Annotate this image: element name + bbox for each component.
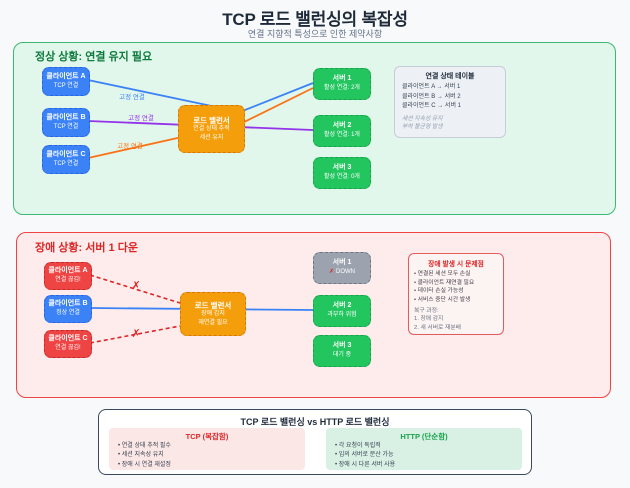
problem-item: 연결된 세션 모두 손실 bbox=[414, 270, 498, 279]
server-3-node: 서버 3 활성 연결: 0개 bbox=[313, 157, 371, 189]
server-1-node: 서버 1 활성 연결: 2개 bbox=[313, 68, 371, 100]
server-status: 활성 연결: 1개 bbox=[324, 132, 360, 139]
client-name: 클라이언트 B bbox=[46, 113, 86, 121]
server-1-down-node: 서버 1 ✗DOWN bbox=[313, 252, 371, 284]
load-balancer-node: 로드 밸런서 연결 상태 추적 세션 유지 bbox=[178, 105, 245, 153]
tcp-vs-http-comparison: TCP 로드 밸런싱 vs HTTP 로드 밸런싱 TCP (복잡함) 연결 상… bbox=[98, 409, 532, 475]
server-2-overload-node: 서버 2 과부하 위험 bbox=[313, 295, 371, 327]
recovery-step: 2. 새 서버로 재분배 bbox=[414, 325, 461, 332]
connection-state-table: 연결 상태 테이블 클라이언트 A → 서버 1 클라이언트 B → 서버 2 … bbox=[394, 66, 506, 138]
server-name: 서버 1 bbox=[332, 259, 352, 267]
problem-item: 클라이언트 재연결 필요 bbox=[414, 279, 498, 288]
http-item: 각 요청이 독립적 bbox=[326, 442, 522, 451]
client-name: 클라이언트 A bbox=[48, 267, 88, 275]
server-status: 활성 연결: 2개 bbox=[324, 85, 360, 92]
page-title: TCP 로드 밸런싱의 복잡성 bbox=[222, 10, 408, 29]
recovery-title: 복구 과정: bbox=[414, 307, 439, 314]
failure-panel-header: 장애 상황: 서버 1 다운 bbox=[35, 242, 138, 254]
comparison-title: TCP 로드 밸런싱 vs HTTP 로드 밸런싱 bbox=[240, 417, 390, 427]
table-row: 클라이언트 C → 서버 1 bbox=[402, 103, 461, 110]
server-name: 서버 2 bbox=[332, 302, 352, 310]
normal-panel-header: 정상 상황: 연결 유지 필요 bbox=[35, 51, 153, 63]
client-a-broken-node: 클라이언트 A 연결 끊김! bbox=[44, 262, 92, 290]
client-name: 클라이언트 C bbox=[48, 335, 88, 343]
client-b-ok-node: 클라이언트 B 정상 연결 bbox=[44, 295, 92, 323]
problem-item: 서비스 중단 시간 발생 bbox=[414, 296, 498, 305]
client-c-broken-node: 클라이언트 C 연결 끊김! bbox=[44, 330, 92, 358]
lb-name: 로드 밸런서 bbox=[194, 300, 232, 310]
lb-detail: 재연결 필요 bbox=[198, 319, 228, 326]
server-status: ✗DOWN bbox=[329, 269, 355, 277]
client-status: 연결 끊김! bbox=[55, 277, 81, 284]
lb-detail: 장애 감지 bbox=[201, 311, 225, 318]
failure-problems-box: 장애 발생 시 문제점 연결된 세션 모두 손실 클라이언트 재연결 필요 데이… bbox=[408, 253, 504, 335]
table-note: 부하 불균형 발생 bbox=[402, 124, 443, 131]
server-status: 대기 중 bbox=[332, 352, 352, 359]
server-2-node: 서버 2 활성 연결: 1개 bbox=[313, 115, 371, 147]
http-heading: HTTP (단순함) bbox=[400, 432, 448, 441]
client-name: 클라이언트 A bbox=[46, 72, 86, 80]
tcp-item: 장애 시 연결 재설정 bbox=[109, 461, 305, 470]
table-row: 클라이언트 B → 서버 2 bbox=[402, 93, 461, 100]
server-3-standby-node: 서버 3 대기 중 bbox=[313, 335, 371, 367]
client-status: TCP 연결 bbox=[53, 82, 79, 89]
page-subtitle: 연결 지향적 특성으로 인한 제약사항 bbox=[247, 29, 383, 39]
server-name: 서버 2 bbox=[332, 122, 352, 130]
server-status: 활성 연결: 0개 bbox=[324, 174, 360, 181]
server-name: 서버 3 bbox=[332, 342, 352, 350]
table-title: 연결 상태 테이블 bbox=[425, 73, 475, 80]
server-name: 서버 3 bbox=[332, 164, 352, 172]
server-name: 서버 1 bbox=[332, 75, 352, 83]
problems-title: 장애 발생 시 문제점 bbox=[428, 261, 484, 268]
client-b-node: 클라이언트 B TCP 연결 bbox=[42, 108, 90, 137]
x-down-icon: ✗ bbox=[328, 269, 335, 276]
load-balancer-failure-node: 로드 밸런서 장애 감지 재연결 필요 bbox=[180, 292, 246, 336]
client-name: 클라이언트 C bbox=[46, 150, 86, 158]
http-item: 장애 시 다른 서버 사용 bbox=[326, 461, 522, 470]
tcp-comparison-box: TCP (복잡함) 연결 상태 추적 필수 세션 지속성 유지 장애 시 연결 … bbox=[109, 428, 305, 470]
http-item: 임의 서버로 분산 가능 bbox=[326, 451, 522, 460]
client-status: 연결 끊김! bbox=[55, 345, 81, 352]
tcp-item: 연결 상태 추적 필수 bbox=[109, 442, 305, 451]
client-a-node: 클라이언트 A TCP 연결 bbox=[42, 67, 90, 96]
problem-item: 데이터 손실 가능성 bbox=[414, 287, 498, 296]
lb-detail: 세션 유지 bbox=[199, 134, 224, 141]
table-row: 클라이언트 A → 서버 1 bbox=[402, 84, 461, 90]
client-name: 클라이언트 B bbox=[48, 300, 88, 308]
client-status: TCP 연결 bbox=[53, 123, 79, 130]
down-label: DOWN bbox=[336, 269, 356, 276]
client-status: 정상 연결 bbox=[56, 310, 80, 317]
tcp-item: 세션 지속성 유지 bbox=[109, 451, 305, 460]
recovery-step: 1. 장애 감지 bbox=[414, 316, 444, 323]
lb-detail: 연결 상태 추적 bbox=[193, 126, 230, 133]
client-status: TCP 연결 bbox=[53, 160, 79, 167]
lb-name: 로드 밸런서 bbox=[193, 115, 230, 125]
http-comparison-box: HTTP (단순함) 각 요청이 독립적 임의 서버로 분산 가능 장애 시 다… bbox=[326, 428, 522, 470]
tcp-heading: TCP (복잡함) bbox=[185, 432, 229, 441]
server-status: 과부하 위험 bbox=[327, 312, 357, 319]
client-c-node: 클라이언트 C TCP 연결 bbox=[42, 145, 90, 174]
table-note: 세션 지속성 유지 bbox=[402, 115, 443, 122]
